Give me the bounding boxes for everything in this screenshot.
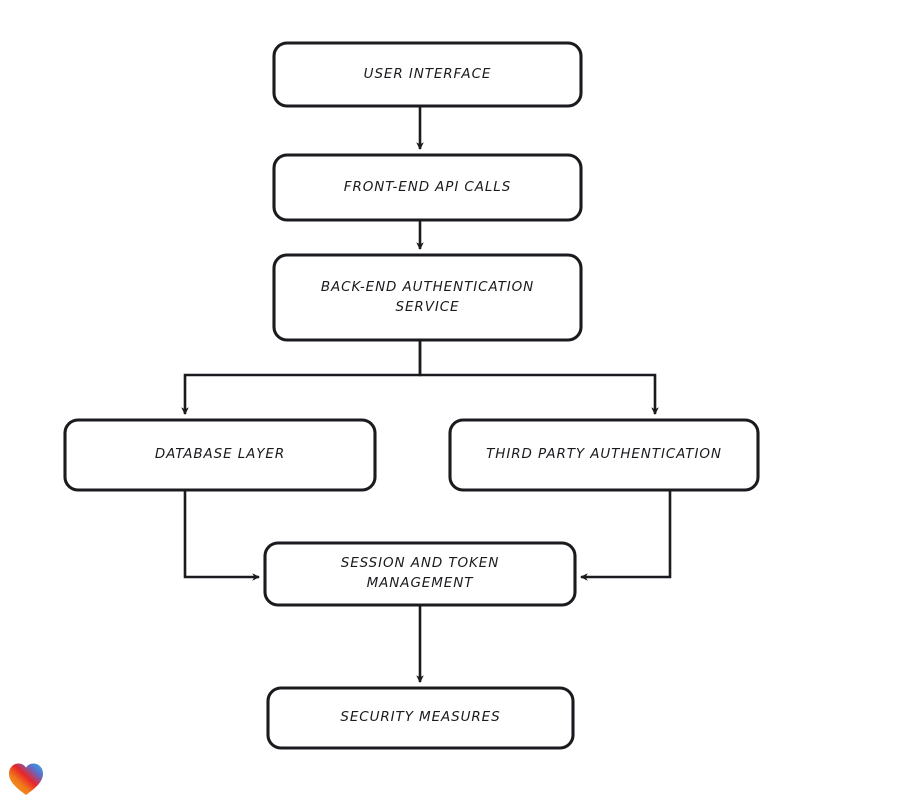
node-shape-third-party-auth[interactable] [448,418,760,492]
heart-icon [9,763,43,795]
node-shape-database-layer[interactable] [63,418,377,492]
node-shape-user-interface[interactable] [272,41,583,108]
node-shape-back-end-auth-service[interactable] [272,253,583,342]
edge-third-party-auth-to-session-token-mgmt [579,490,672,581]
edge-back-end-auth-service-to-database-layer [181,340,422,416]
edge-database-layer-to-session-token-mgmt [183,490,261,581]
node-shape-front-end-api-calls[interactable] [272,153,583,222]
node-shape-security-measures[interactable] [266,686,575,750]
node-shape-session-token-mgmt[interactable] [263,541,577,607]
edge-back-end-auth-service-to-third-party-auth [418,340,659,416]
